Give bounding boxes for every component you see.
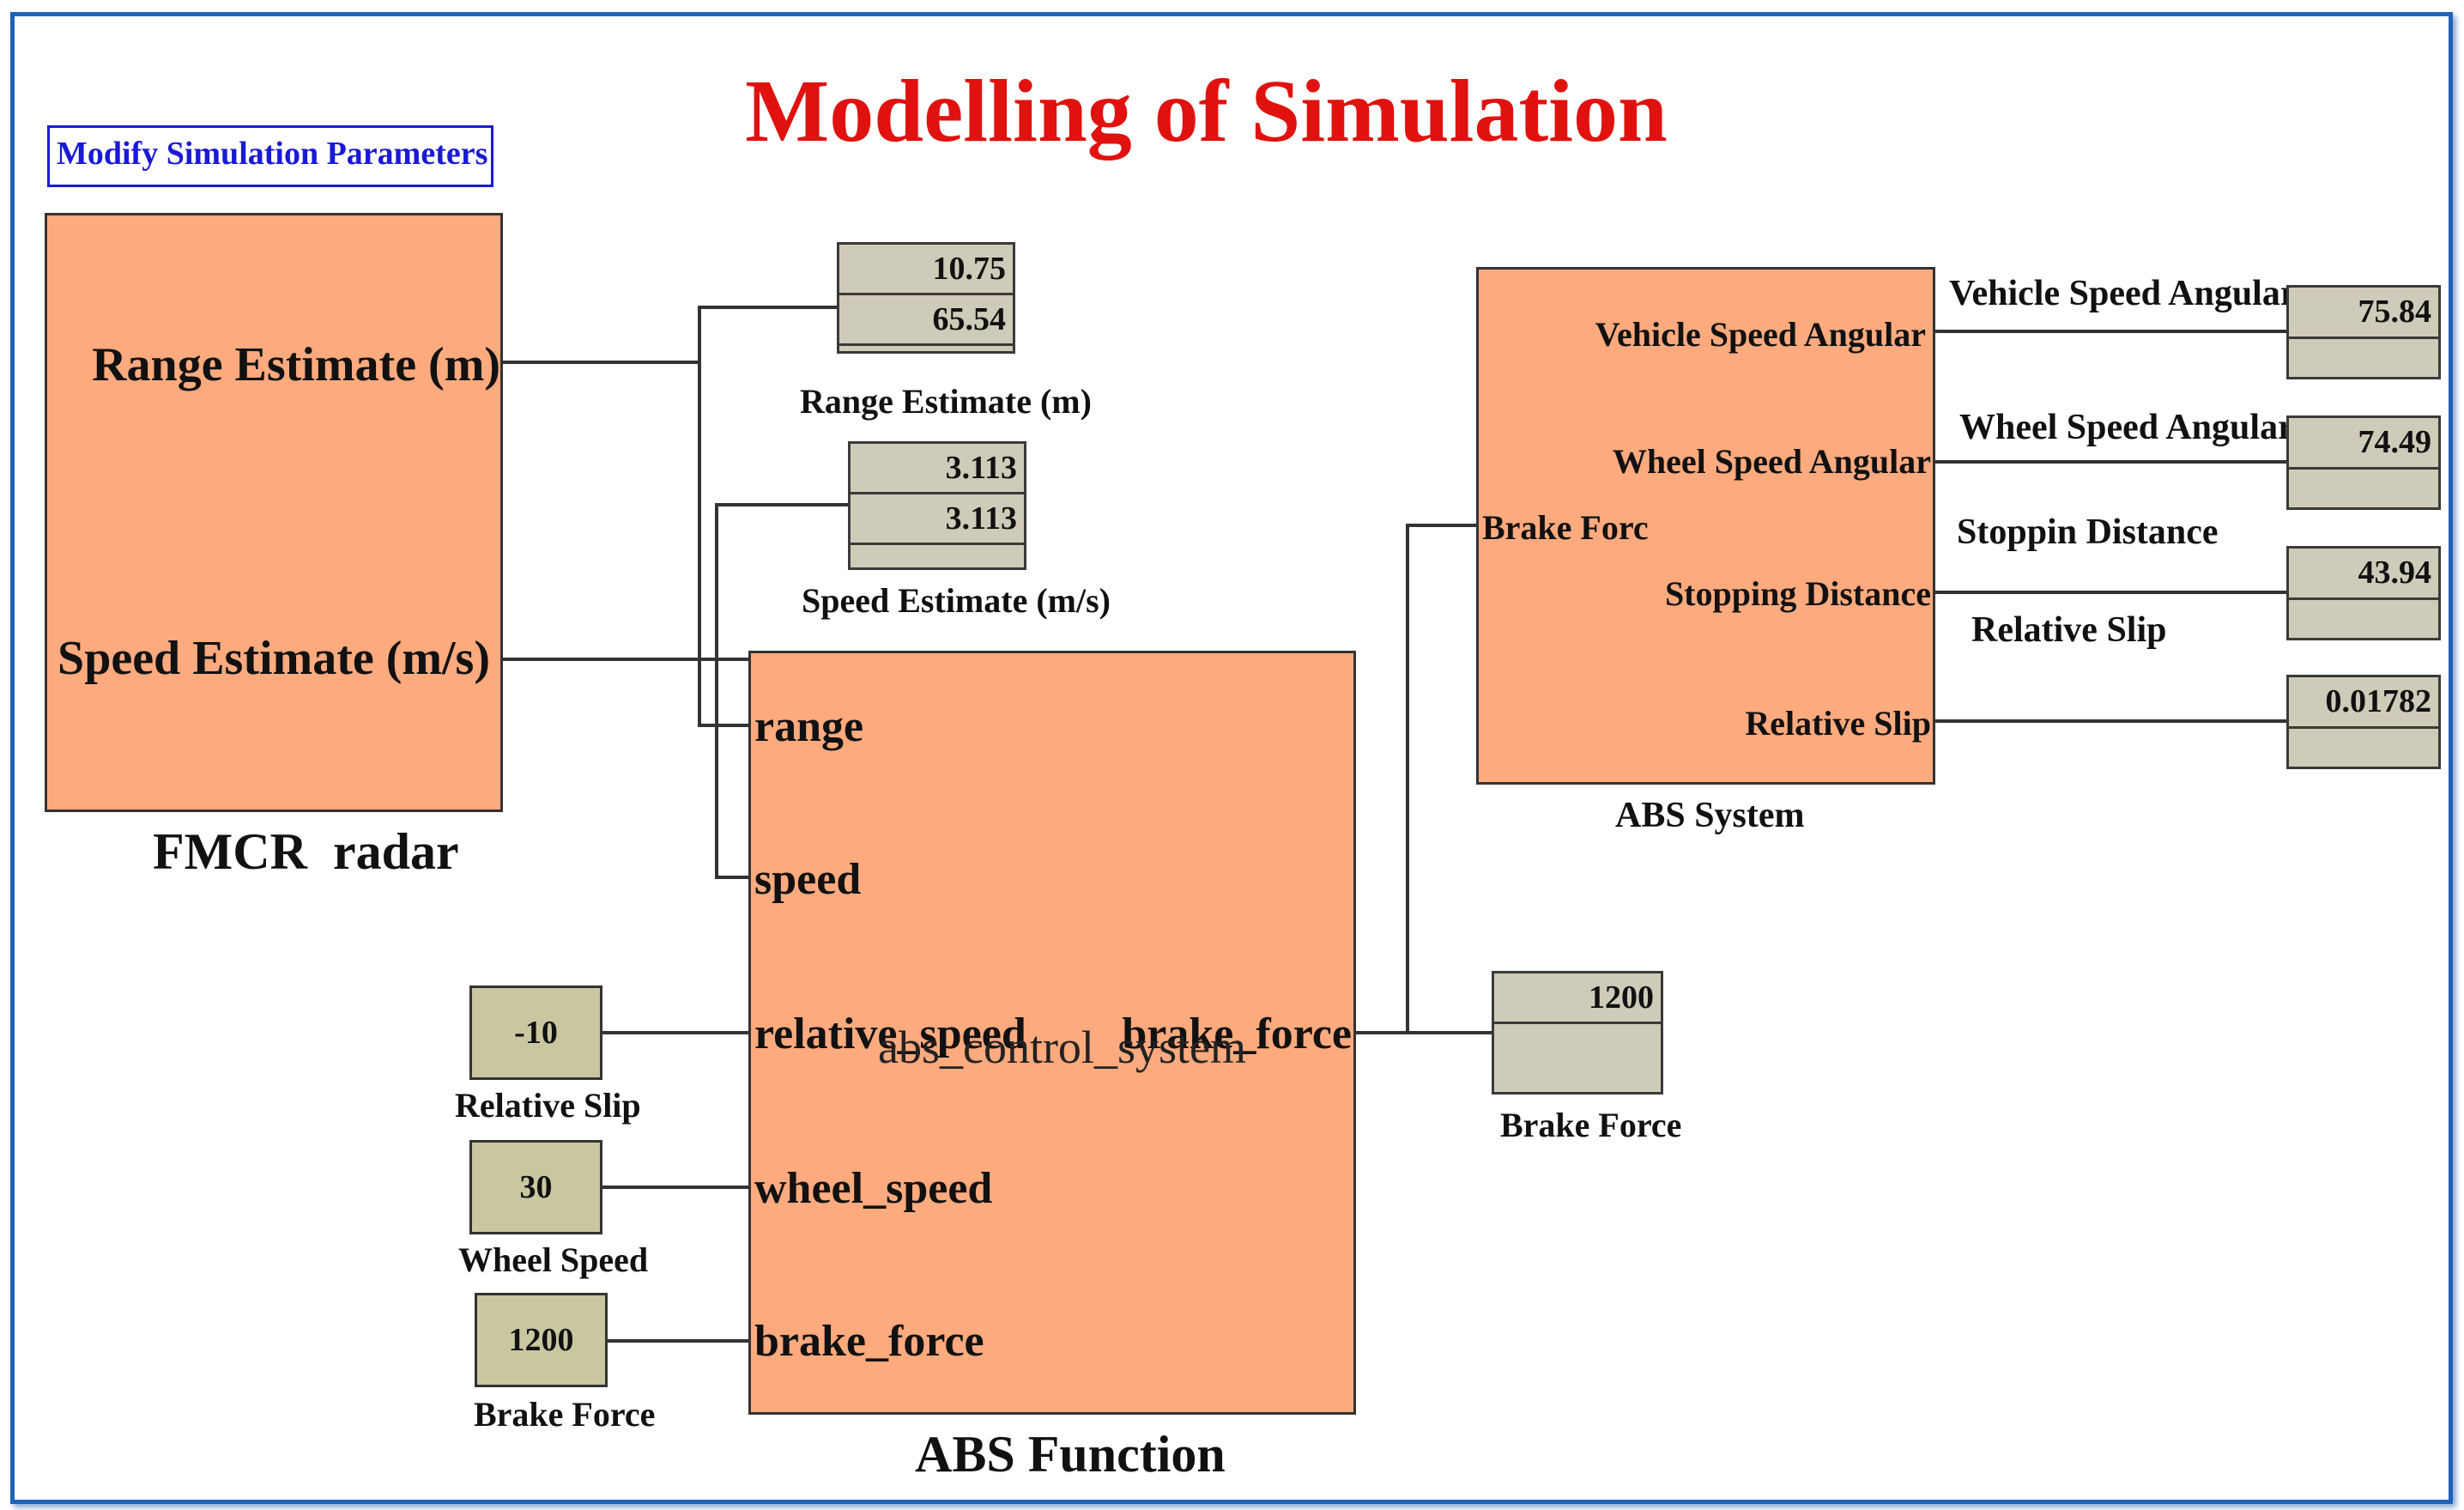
brake-force-display[interactable]: 1200 (1492, 971, 1663, 1095)
wheel-speed-value: 74.49 (2289, 418, 2438, 470)
abs-function-block[interactable]: range speed relative_speed wheel_speed b… (748, 651, 1356, 1415)
output-label-stopping-distance: Stoppin Distance (1957, 512, 2219, 552)
port-out-relative-slip: Relative Slip (1745, 704, 1931, 743)
speed-display-caption: Speed Estimate (m/s) (802, 581, 1111, 620)
port-out-brake-force: brake_force (1122, 1010, 1352, 1058)
speed-value-2: 3.113 (851, 494, 1024, 545)
constant-relative-slip[interactable]: -10 (469, 985, 602, 1080)
vehicle-speed-value: 75.84 (2289, 288, 2438, 339)
vehicle-speed-display[interactable]: 75.84 (2286, 285, 2441, 379)
port-range-estimate: Range Estimate (m) (92, 338, 500, 391)
abs-control-system-label: abs_control_system (878, 1022, 1246, 1073)
modify-parameters-button[interactable]: Modify Simulation Parameters (47, 125, 493, 187)
fmcr-radar-block[interactable]: Range Estimate (m) Speed Estimate (m/s) (45, 213, 503, 812)
diagram-frame (10, 12, 2453, 1504)
wire-speed-to-display (715, 503, 848, 659)
range-display-caption: Range Estimate (m) (800, 382, 1092, 421)
abs-system-caption: ABS System (1615, 796, 1805, 835)
stopping-distance-display[interactable]: 43.94 (2286, 546, 2441, 640)
output-label-wheel-speed: Wheel Speed Angular (1959, 408, 2294, 447)
output-label-vehicle-speed: Vehicle Speed Angular (1949, 274, 2297, 313)
wire-brake-to-abs-system (1406, 524, 1479, 1033)
constant-brake-force-caption: Brake Force (474, 1395, 656, 1434)
port-in-brake-forc: Brake Forc (1482, 508, 1649, 547)
relative-slip-value: 0.01782 (2289, 677, 2438, 729)
brake-force-value: 1200 (1494, 973, 1661, 1024)
port-speed-estimate: Speed Estimate (m/s) (58, 632, 490, 685)
speed-value-1: 3.113 (851, 444, 1024, 494)
range-value-2: 65.54 (839, 295, 1013, 346)
wheel-speed-display[interactable]: 74.49 (2286, 415, 2441, 510)
constant-relative-slip-caption: Relative Slip (455, 1086, 641, 1125)
wire-speed-to-abs (715, 659, 751, 879)
range-estimate-display[interactable]: 10.75 65.54 (837, 242, 1015, 354)
speed-estimate-display[interactable]: 3.113 3.113 (848, 441, 1026, 570)
output-label-relative-slip: Relative Slip (1971, 610, 2167, 650)
page-title: Modelling of Simulation (745, 62, 1668, 161)
port-in-relative-speed: relative_speed (754, 1010, 1026, 1058)
constant-wheel-speed-caption: Wheel Speed (458, 1240, 649, 1279)
port-out-wheel-speed: Wheel Speed Angular (1612, 442, 1931, 481)
port-in-speed: speed (754, 855, 862, 904)
abs-system-block[interactable]: Brake Forc Vehicle Speed Angular Wheel S… (1476, 267, 1935, 785)
port-out-stopping-distance: Stopping Distance (1664, 574, 1931, 613)
wire-range-to-display (500, 306, 837, 364)
wire-range-to-abs (698, 362, 751, 727)
port-in-brake-force: brake_force (754, 1317, 984, 1366)
port-out-vehicle-speed: Vehicle Speed Angular (1595, 315, 1926, 354)
abs-function-caption: ABS Function (915, 1426, 1226, 1483)
relative-slip-display[interactable]: 0.01782 (2286, 675, 2441, 769)
port-in-range: range (754, 702, 864, 751)
stopping-distance-value: 43.94 (2289, 549, 2438, 600)
brake-force-display-caption: Brake Force (1500, 1106, 1682, 1144)
range-value-1: 10.75 (839, 245, 1013, 295)
port-in-wheel-speed: wheel_speed (754, 1164, 993, 1213)
fmcr-caption: FMCR radar (153, 823, 459, 880)
constant-wheel-speed[interactable]: 30 (469, 1140, 602, 1234)
constant-brake-force[interactable]: 1200 (475, 1293, 608, 1387)
